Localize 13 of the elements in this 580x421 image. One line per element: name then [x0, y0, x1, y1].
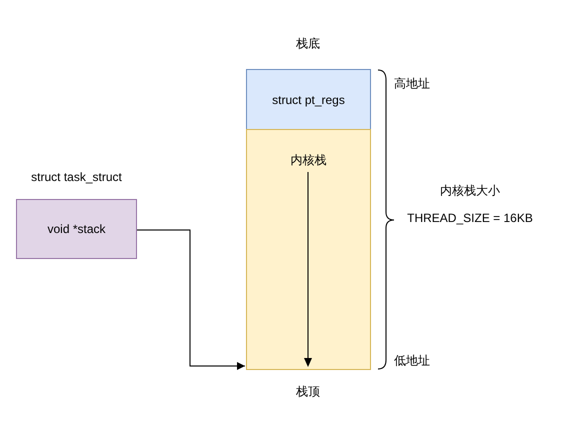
text-label: 内核栈大小 — [440, 182, 500, 200]
text-label: 高地址 — [394, 76, 430, 92]
box-label: void *stack — [47, 222, 106, 236]
box-heading: struct task_struct — [31, 170, 122, 184]
connector-arrow — [136, 230, 246, 370]
text-label: THREAD_SIZE = 16KB — [407, 211, 533, 225]
box-label: 内核栈 — [290, 152, 326, 169]
memory-box — [246, 69, 371, 130]
text-label: 低地址 — [394, 352, 430, 370]
stack-region — [246, 129, 371, 370]
text-label: 栈顶 — [296, 384, 320, 400]
text-label: 栈底 — [296, 36, 320, 52]
box-label: struct pt_regs — [272, 92, 345, 106]
